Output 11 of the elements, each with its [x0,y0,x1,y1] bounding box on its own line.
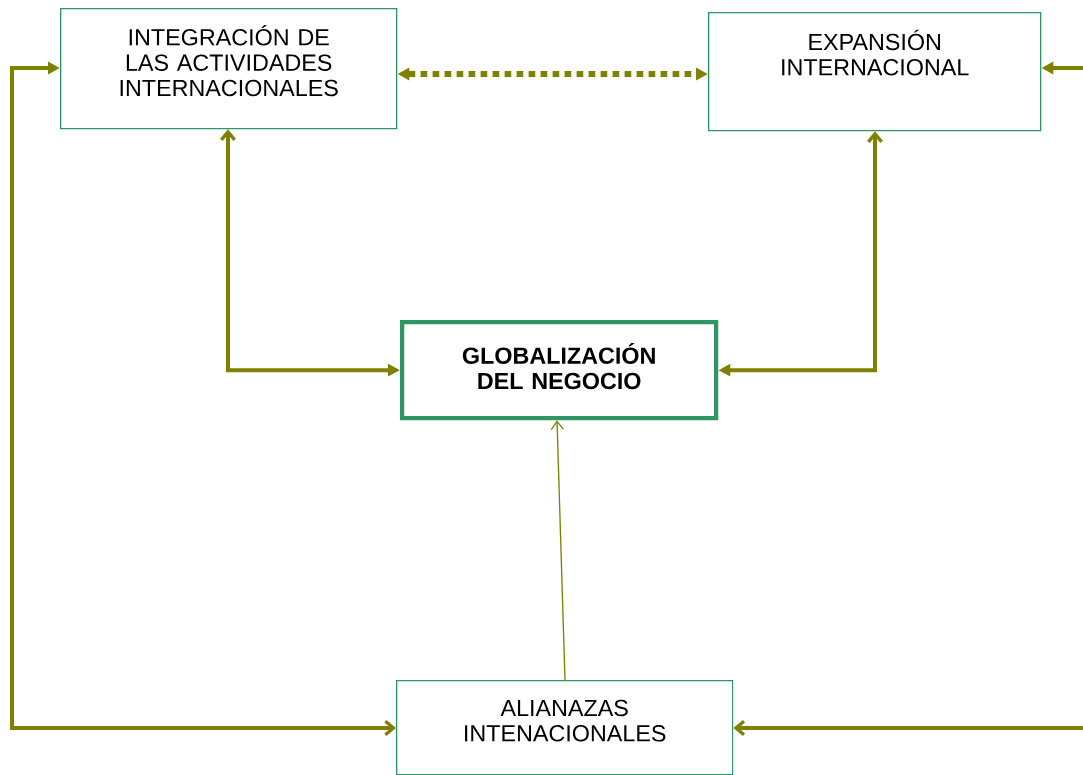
process-box [400,320,719,421]
box-label: ALIANAZAS INTENACIONALES [465,699,666,742]
box-label: EXPANSIÓN INTERNACIONAL [782,29,969,76]
arrow [733,720,1083,736]
process-box [60,8,398,130]
elbow-arrow [10,61,396,736]
process-box [396,680,734,775]
box-label: INTEGRACIÓN DE LAS ACTIVIDADES INTERNACIONALES [120,25,338,97]
box-label: GLOBALIZACIÓN DEL NEGOCIO [462,343,655,390]
process-box [708,12,1042,132]
arrow [550,420,566,681]
